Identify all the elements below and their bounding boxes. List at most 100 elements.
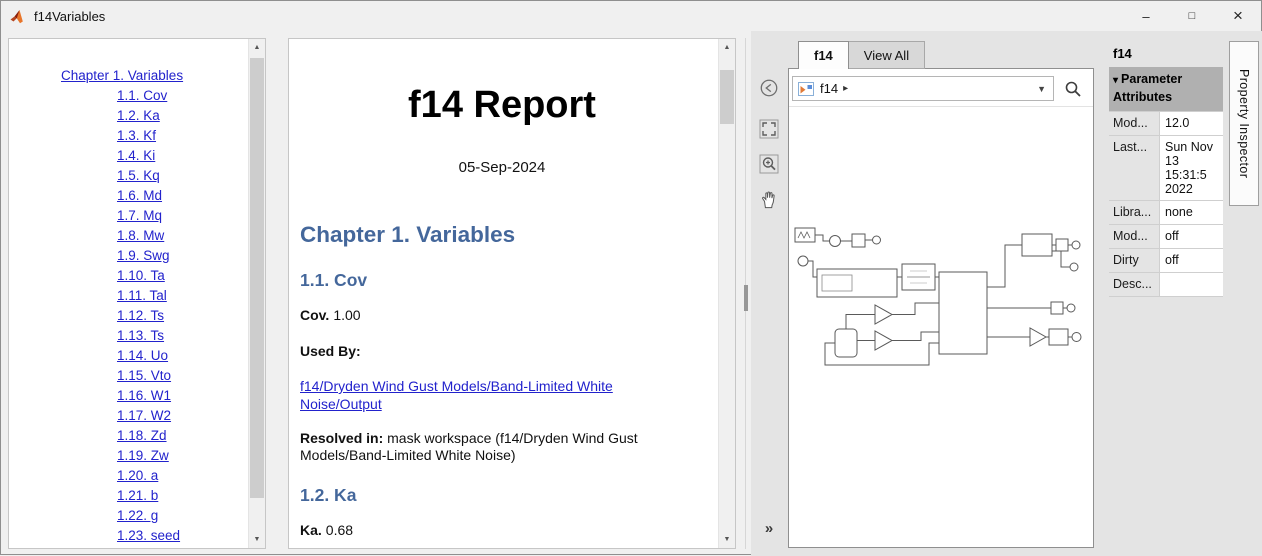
used-by-label: Used By: — [300, 343, 361, 359]
navigate-back-button[interactable] — [758, 77, 780, 99]
toc-link[interactable]: 1.20. a — [117, 468, 159, 483]
property-inspector-tab[interactable]: Property Inspector — [1229, 41, 1259, 206]
toc-link[interactable]: 1.1. Cov — [117, 88, 168, 103]
variable-name: Cov. — [300, 307, 330, 323]
window-controls: – □ × — [1123, 1, 1261, 31]
inspector-row: Mod... off — [1109, 225, 1223, 249]
expand-panel-button[interactable]: » — [764, 519, 774, 537]
scroll-down-icon[interactable]: ▼ — [253, 536, 261, 543]
toc-link-chapter[interactable]: Chapter 1. Variables — [61, 68, 184, 83]
window-title: f14Variables — [34, 8, 106, 24]
model-tabbar: f14 View All — [798, 41, 926, 69]
resolved-in-text: mask workspace (f14/Dryden Wind Gust Mod… — [300, 430, 638, 463]
model-canvas[interactable]: f14 ▸ ▼ — [788, 68, 1094, 548]
tab-view-all[interactable]: View All — [848, 41, 926, 69]
inspector-row-value[interactable]: off — [1159, 225, 1223, 248]
inspector-row-value[interactable]: none — [1159, 201, 1223, 224]
toc-link[interactable]: 1.5. Kq — [117, 168, 160, 183]
breadcrumb-arrow-icon[interactable]: ▸ — [843, 83, 849, 94]
scroll-down-icon[interactable]: ▼ — [723, 536, 731, 543]
section-heading-cov: 1.1. Cov — [300, 270, 368, 290]
variable-value-line: Cov.1.00 — [300, 307, 704, 324]
toc-link[interactable]: 1.7. Mq — [117, 208, 163, 223]
toc-link[interactable]: 1.22. g — [117, 508, 159, 523]
toc-link[interactable]: 1.2. Ka — [117, 108, 160, 123]
toc-link[interactable]: 1.11. Tal — [117, 288, 167, 303]
maximize-button[interactable]: □ — [1188, 10, 1196, 22]
inspector-row: Desc... — [1109, 273, 1223, 297]
matlab-logo-icon — [10, 9, 26, 24]
minimize-button[interactable]: – — [1142, 8, 1150, 24]
close-button[interactable]: × — [1233, 6, 1243, 25]
resolved-in-line: Resolved in: mask workspace (f14/Dryden … — [300, 430, 680, 464]
inspector-row: Libra... none — [1109, 201, 1223, 225]
fit-to-view-button[interactable] — [758, 118, 780, 140]
inspector-row-label: Libra... — [1113, 205, 1152, 219]
inspector-row-label: Mod... — [1113, 116, 1148, 130]
toc-link[interactable]: 1.19. Zw — [117, 448, 169, 463]
zoom-in-button[interactable] — [758, 153, 780, 175]
variable-value: 0.68 — [325, 522, 354, 538]
search-button[interactable] — [1061, 78, 1085, 100]
toc-link[interactable]: 1.8. Mw — [117, 228, 165, 243]
search-icon — [1065, 81, 1081, 97]
inspector-row-value[interactable]: 12.0 — [1159, 112, 1223, 135]
inspector-row-label: Desc... — [1113, 277, 1152, 291]
toc-link[interactable]: 1.17. W2 — [117, 408, 172, 423]
inspector-row-value[interactable]: off — [1159, 249, 1223, 272]
tab-f14[interactable]: f14 — [798, 41, 849, 69]
toc-link[interactable]: 1.16. W1 — [117, 388, 172, 403]
inspector-rows: Mod... 12.0 Last... Sun Nov 13 15:31:5 2… — [1109, 111, 1223, 297]
toc-list: Chapter 1. Variables 1.1. Cov 1.2. Ka 1.… — [9, 39, 248, 548]
toc-link[interactable]: 1.3. Kf — [117, 128, 157, 143]
breadcrumb-dropdown-icon[interactable]: ▼ — [1037, 83, 1046, 94]
collapse-arrow-icon: ▾ — [1113, 75, 1119, 86]
scrollbar-thumb[interactable] — [720, 70, 734, 124]
inspector-row-label: Mod... — [1113, 229, 1148, 243]
breadcrumb[interactable]: f14 ▸ ▼ — [792, 76, 1054, 101]
scrollbar-thumb[interactable] — [250, 58, 264, 498]
splitter-grip[interactable] — [744, 285, 748, 311]
scroll-up-icon[interactable]: ▲ — [253, 44, 261, 51]
breadcrumb-model-name[interactable]: f14 — [820, 81, 839, 96]
zoom-in-icon — [759, 154, 779, 174]
inspector-model-name: f14 — [1113, 46, 1132, 61]
inspector-row: Mod... 12.0 — [1109, 112, 1223, 136]
titlebar: f14Variables – □ × — [1, 1, 1261, 31]
report-scrollbar[interactable]: ▲ ▼ — [718, 39, 735, 548]
toc-link[interactable]: 1.13. Ts — [117, 328, 165, 343]
toc-link[interactable]: 1.4. Ki — [117, 148, 156, 163]
back-arrow-icon — [760, 79, 778, 97]
report-body: f14 Report 05-Sep-2024 Chapter 1. Variab… — [289, 39, 718, 548]
scroll-up-icon[interactable]: ▲ — [723, 44, 731, 51]
toc-link[interactable]: 1.14. Uo — [117, 348, 169, 363]
section-heading-ka: 1.2. Ka — [300, 485, 357, 505]
toc-link[interactable]: 1.18. Zd — [117, 428, 167, 443]
variable-value-line: Ka.0.68 — [300, 522, 704, 539]
fit-to-view-icon — [759, 119, 779, 139]
toc-link[interactable]: 1.23. seed — [117, 528, 181, 543]
model-file-icon — [798, 81, 814, 96]
parameter-attributes-label: Parameter Attributes — [1113, 72, 1183, 104]
resolved-in-label: Resolved in: — [300, 430, 384, 446]
variable-name: Ka. — [300, 522, 322, 538]
toc-link[interactable]: 1.10. Ta — [117, 268, 165, 283]
pan-hand-button[interactable] — [758, 188, 780, 210]
inspector-row-value[interactable]: Sun Nov 13 15:31:5 2022 — [1159, 136, 1223, 200]
inspector-row-value[interactable] — [1159, 273, 1223, 296]
chapter-heading: Chapter 1. Variables — [300, 222, 516, 247]
parameter-attributes-header[interactable]: ▾Parameter Attributes — [1109, 67, 1223, 111]
used-by-link[interactable]: f14/Dryden Wind Gust Models/Band-Limited… — [300, 378, 613, 412]
variable-value: 1.00 — [333, 307, 361, 323]
toc-scrollbar[interactable]: ▲ ▼ — [248, 39, 265, 548]
canvas-toolbar: f14 ▸ ▼ — [789, 69, 1093, 107]
toc-link[interactable]: 1.21. b — [117, 488, 159, 503]
report-panel: f14 Report 05-Sep-2024 Chapter 1. Variab… — [288, 38, 736, 549]
toc-link[interactable]: 1.15. Vto — [117, 368, 172, 383]
toc-link[interactable]: 1.6. Md — [117, 188, 163, 203]
hand-icon — [762, 190, 775, 208]
toc-link[interactable]: 1.9. Swg — [117, 248, 170, 263]
report-date: 05-Sep-2024 — [458, 159, 546, 176]
toc-link[interactable]: 1.12. Ts — [117, 308, 165, 323]
simulink-diagram[interactable] — [789, 107, 1093, 547]
